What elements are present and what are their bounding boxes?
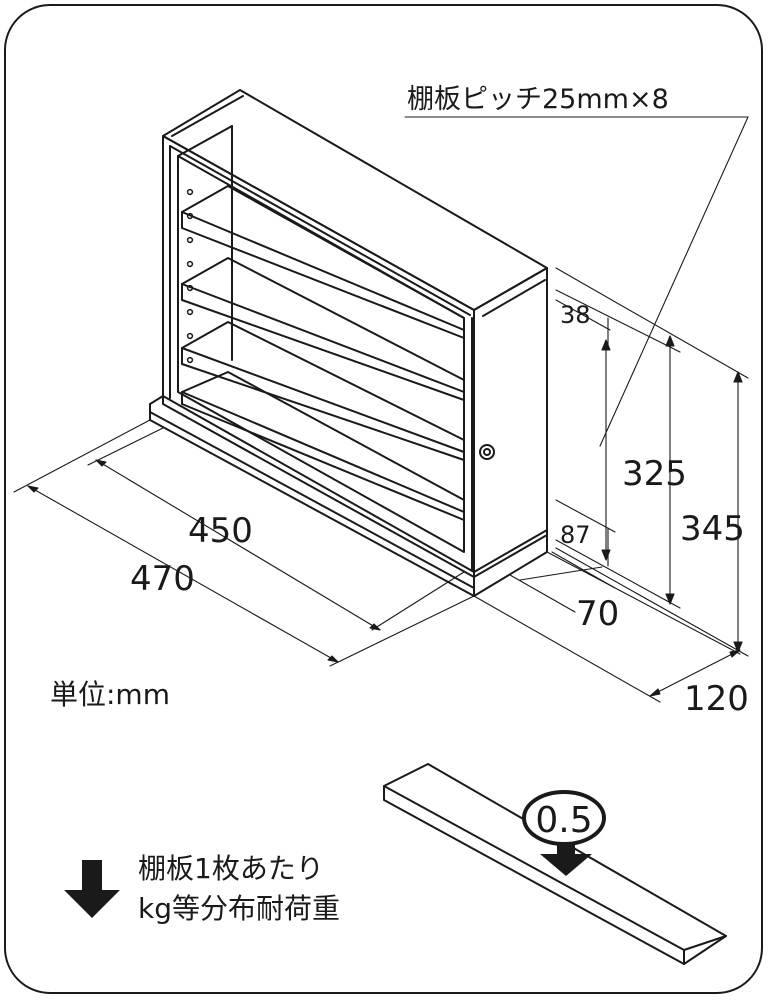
shelf-4 — [181, 371, 465, 521]
door-knob-icon — [479, 444, 495, 460]
dim-450-label: 450 — [188, 511, 253, 551]
down-arrow-icon — [64, 860, 120, 918]
shelf-pitch-label: 棚板ピッチ25mm×8 — [407, 84, 669, 115]
diagram-frame — [4, 4, 763, 994]
loose-shelf-drawing — [383, 763, 727, 965]
dimension-lines — [13, 116, 749, 703]
unit-label: 単位:mm — [50, 678, 170, 711]
dim-38-label: 38 — [560, 301, 591, 329]
shelf-2 — [181, 257, 465, 401]
dim-470-label: 470 — [130, 559, 195, 599]
dim-120-label: 120 — [684, 679, 749, 719]
cabinet-drawing — [149, 89, 548, 597]
load-value-text: 0.5 — [535, 800, 592, 841]
load-value-badge: 0.5 — [522, 790, 606, 846]
load-caption-line1: 棚板1枚あたり — [138, 852, 324, 885]
cabinet-base — [149, 395, 548, 597]
cabinet-top-face — [162, 89, 548, 311]
dim-87-label: 87 — [560, 521, 591, 549]
dim-70-label: 70 — [576, 594, 619, 634]
shelf-1 — [181, 185, 465, 339]
shelf-3 — [181, 321, 465, 461]
load-caption-line2: kg等分布耐荷重 — [138, 892, 340, 925]
shelf-pin-holes — [186, 188, 194, 364]
dim-345-label: 345 — [680, 509, 745, 549]
dim-325-label: 325 — [622, 454, 687, 494]
